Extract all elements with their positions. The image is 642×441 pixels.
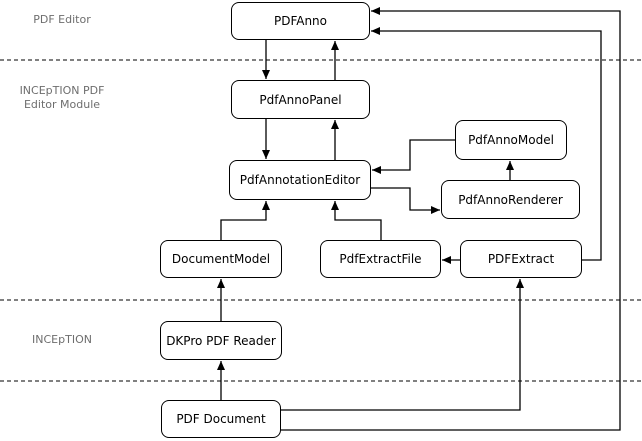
section-label-pdf-editor: PDF Editor [33, 13, 91, 26]
node-label: PdfExtractFile [339, 252, 422, 266]
node-documentmodel: DocumentModel [160, 240, 282, 278]
edge-editor-to-pdfannorenderer [371, 187, 440, 214]
node-label: PdfAnnoPanel [259, 92, 342, 107]
node-label: PdfAnnoRenderer [458, 192, 563, 207]
section-label-inception: INCEpTION [32, 333, 92, 346]
edge-pdfextract-to-pdfanno [371, 27, 602, 261]
node-label: PDF Document [176, 412, 266, 426]
section-label-line: INCEpTION PDF [19, 84, 105, 97]
node-pdfannorenderer: PdfAnnoRenderer [441, 180, 580, 219]
edge-pdfdocument-to-pdfextract [281, 279, 524, 411]
node-pdfannotationeditor: PdfAnnotationEditor [229, 160, 371, 200]
section-label-inception-pdf-editor-module: INCEpTION PDF Editor Module [0, 84, 124, 112]
section-label-line: Editor Module [23, 98, 101, 111]
node-pdfdocument: PDF Document [161, 400, 281, 438]
edge-pdfdocument-to-pdfanno [281, 7, 621, 431]
node-label: PdfAnnotationEditor [239, 173, 361, 187]
edge-pdfannomodel-to-editor [372, 139, 455, 174]
node-label: PDFExtract [487, 252, 555, 266]
node-pdfanno: PDFAnno [231, 2, 370, 40]
node-label: PdfAnnoModel [468, 133, 554, 147]
node-label: PDFAnno [273, 14, 328, 28]
section-separator-lines [0, 59, 642, 382]
edge-documentmodel-to-editor [220, 201, 270, 240]
node-pdfextract: PDFExtract [460, 240, 582, 278]
node-dkpropdfreader: DKPro PDF Reader [160, 321, 282, 360]
node-label: DocumentModel [171, 252, 271, 266]
node-pdfextractfile: PdfExtractFile [320, 240, 441, 278]
edge-pdfextractfile-to-editor [331, 201, 382, 240]
node-pdfannomodel: PdfAnnoModel [455, 120, 567, 160]
edge-arrows [217, 7, 621, 431]
node-pdfannopanel: PdfAnnoPanel [231, 80, 370, 119]
node-label: DKPro PDF Reader [166, 333, 276, 348]
